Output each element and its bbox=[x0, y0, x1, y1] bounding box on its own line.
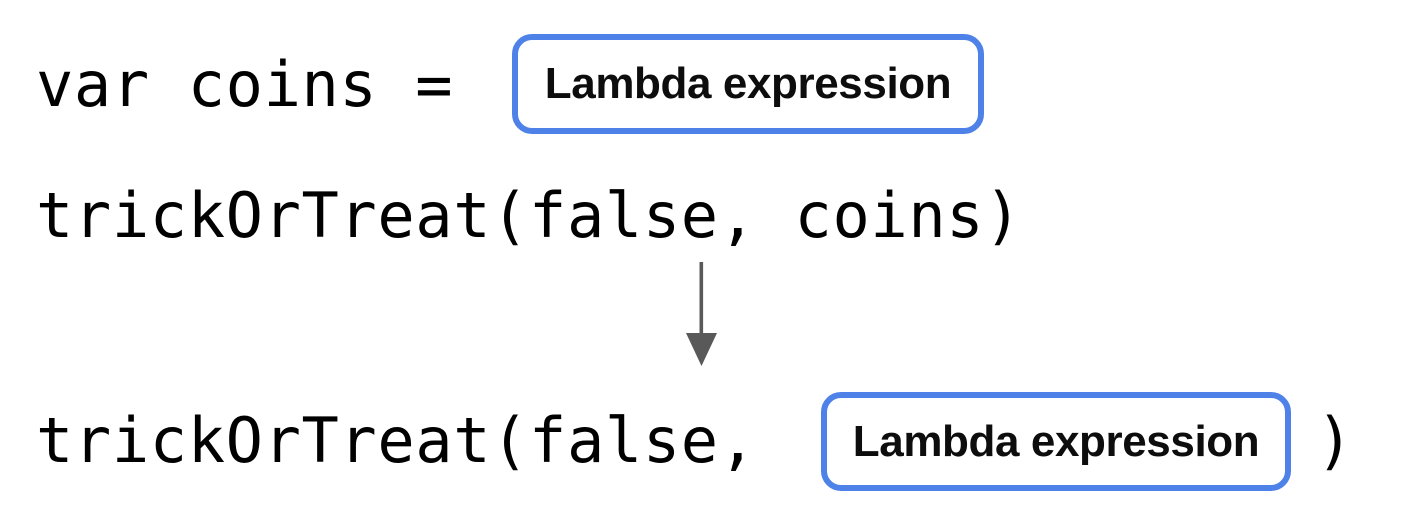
lambda-expression-chip-before-label: Lambda expression bbox=[544, 59, 952, 108]
lambda-expression-chip-before[interactable]: Lambda expression bbox=[512, 34, 984, 134]
lambda-expression-chip-after-label: Lambda expression bbox=[852, 416, 1260, 466]
code-line-trickortreat-inline: trickOrTreat(false, bbox=[36, 404, 795, 477]
code-line-trickortreat-coins: trickOrTreat(false, coins) bbox=[36, 179, 1023, 252]
code-line-var-coins: var coins = bbox=[36, 48, 492, 121]
lambda-expression-chip-after[interactable]: Lambda expression bbox=[821, 392, 1291, 491]
arrow-down-icon bbox=[686, 262, 717, 366]
code-line-closing-paren: ) bbox=[1316, 404, 1354, 477]
